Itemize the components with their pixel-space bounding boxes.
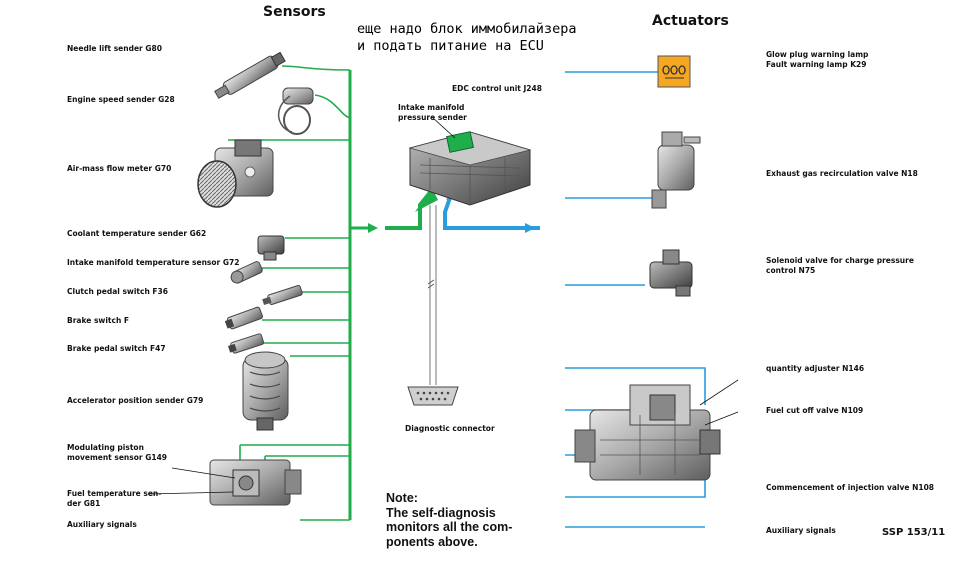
sensor-bus-arrows (368, 188, 438, 233)
sensor-label-air-mass: Air-mass flow meter G70 (67, 164, 172, 173)
sensor-label-coolant-temp: Coolant temperature sender G62 (67, 229, 207, 238)
engine-speed-sender-icon (277, 87, 314, 135)
actuator-label-glow-plug: Glow plug warning lamp (766, 50, 869, 59)
coolant-temp-sender-icon (257, 235, 285, 261)
sensor-label-intake-temp: Intake manifold temperature sensor G72 (67, 258, 240, 267)
sensor-label-modulating-piston-line2: movement sensor G149 (67, 453, 168, 463)
ecu-title: EDC control unit J248 (452, 84, 542, 93)
note-line3: monitors all the com- (386, 520, 513, 534)
actuator-label-auxiliary: Auxiliary signals (766, 526, 836, 535)
sensor-wiring (228, 65, 434, 521)
brake-pedal-switch-icon (228, 333, 265, 354)
handwritten-note: еще надо блок иммобилайзера и подать пит… (357, 21, 577, 54)
intake-pressure-sender-line1: Intake manifold (398, 103, 465, 112)
brake-switch-icon (224, 306, 263, 330)
actuator-label-warning-lamps: Glow plug warning lamp Fault warning lam… (766, 50, 868, 70)
intake-temp-sensor-icon (230, 261, 263, 284)
actuator-label-charge-pressure-line1: Solenoid valve for charge pressure (766, 256, 914, 265)
actuator-label-quantity-adjuster: quantity adjuster N146 (766, 364, 865, 373)
sensor-label-accelerator: Accelerator position sender G79 (67, 396, 204, 405)
actuator-label-fault-lamp: Fault warning lamp K29 (766, 60, 867, 70)
clutch-pedal-switch-icon (262, 285, 303, 305)
ecu-unit (408, 116, 532, 206)
sensor-label-clutch-switch: Clutch pedal switch F36 (67, 287, 168, 296)
needle-lift-sender-icon (214, 51, 286, 99)
warning-lamp-icon (657, 55, 691, 88)
diagnostic-connector (407, 386, 459, 406)
sensor-label-auxiliary: Auxiliary signals (67, 520, 137, 529)
sensor-label-modulating-piston-line1: Modulating piston (67, 443, 144, 452)
sensor-label-brake-pedal: Brake pedal switch F47 (67, 344, 166, 353)
air-mass-flow-meter-icon (197, 139, 274, 208)
accelerator-position-sender-icon (242, 351, 289, 431)
sensor-label-fuel-temp: Fuel temperature sen- der G81 (67, 489, 161, 509)
actuators-heading: Actuators (652, 13, 729, 29)
injection-pump-sensor-side-icon (147, 459, 302, 506)
diagnostic-connector-label: Diagnostic connector (405, 424, 495, 433)
sensors-heading: Sensors (263, 4, 326, 20)
diagnostic-cable (427, 205, 437, 385)
actuator-label-injection-valve: Commencement of injection valve N108 (766, 483, 935, 492)
injection-pump-actuator-side-icon (574, 379, 739, 481)
note-line1: Note: (386, 491, 418, 505)
note-line2: The self-diagnosis (386, 505, 496, 520)
sensor-label-engine-speed: Engine speed sender G28 (67, 95, 175, 104)
egr-valve-icon (651, 131, 701, 209)
actuator-label-charge-pressure-line2: control N75 (766, 266, 816, 276)
sensor-label-fuel-temp-line2: der G81 (67, 499, 101, 509)
actuator-label-charge-pressure: Solenoid valve for charge pressure contr… (766, 256, 914, 276)
self-diagnosis-note: Note: The self-diagnosis monitors all th… (386, 491, 512, 549)
sensor-label-brake-switch: Brake switch F (67, 316, 130, 325)
note-line4: ponents above. (386, 534, 478, 549)
sensor-label-needle-lift: Needle lift sender G80 (67, 44, 162, 53)
sensor-label-fuel-temp-line1: Fuel temperature sen- (67, 489, 162, 498)
ssp-reference: SSP 153/11 (882, 527, 946, 538)
charge-pressure-solenoid-icon (649, 249, 693, 297)
actuator-label-egr: Exhaust gas recirculation valve N18 (766, 169, 918, 178)
sensor-label-modulating-piston: Modulating piston movement sensor G149 (67, 443, 167, 463)
actuator-label-fuel-cut-off: Fuel cut off valve N109 (766, 406, 864, 415)
